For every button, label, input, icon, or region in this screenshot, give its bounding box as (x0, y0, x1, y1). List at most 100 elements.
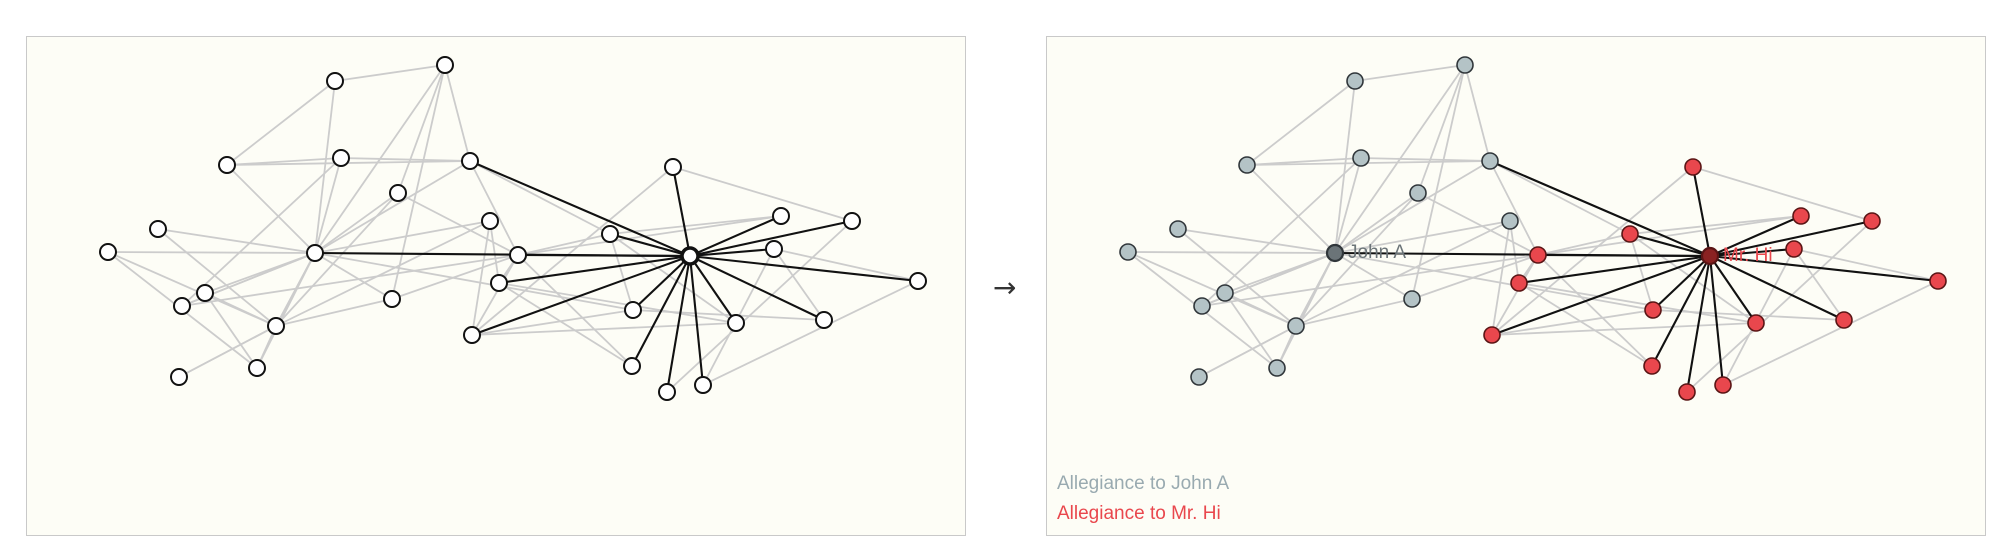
graph-edge (1334, 157, 1362, 254)
graph-node (218, 156, 236, 174)
graph-edge (107, 251, 316, 254)
mr-hi-node (1835, 311, 1853, 329)
graph-edge (471, 220, 491, 336)
graph-edge (1491, 309, 1654, 336)
graph-node (389, 184, 407, 202)
hub-edge (1709, 255, 1757, 324)
graph-edge (773, 248, 919, 282)
graph-edge (314, 252, 634, 311)
graph-node (149, 220, 167, 238)
graph-edge (314, 80, 336, 254)
hub-edge (688, 255, 705, 386)
graph-edge (1629, 233, 1654, 311)
graph-edge (471, 309, 634, 336)
graph-node (658, 383, 676, 401)
hub-edge (632, 255, 691, 311)
graph-edge (157, 228, 277, 327)
graph-edge (1489, 160, 1631, 235)
hub-edge (1489, 160, 1711, 257)
hub-edge (1651, 255, 1711, 367)
graph-edge (1518, 282, 1653, 367)
graph-node (461, 152, 479, 170)
graph-node (601, 225, 619, 243)
graph-edge (181, 157, 342, 307)
graph-edge (517, 233, 611, 256)
graph-edge (1354, 64, 1466, 82)
legend-john-a: Allegiance to John A (1057, 473, 1230, 494)
graph-edge (471, 166, 674, 336)
graph-edge (157, 228, 316, 254)
graph-node (909, 272, 927, 290)
john-a-node (1190, 368, 1208, 386)
graph-edge (1411, 254, 1539, 300)
graph-node (326, 72, 344, 90)
hub-edge (689, 255, 737, 324)
graph-edge (1334, 192, 1419, 254)
graph-edge (1246, 80, 1356, 166)
graph-edge (1464, 64, 1491, 162)
graph-node (664, 158, 682, 176)
graph-edge (1198, 325, 1297, 378)
john-a-node (1193, 297, 1211, 315)
graph-node (694, 376, 712, 394)
graph-node (463, 326, 481, 344)
mr-hi-node (1792, 207, 1810, 225)
mr-hi-node (1483, 326, 1501, 344)
mr-hi-node (1510, 274, 1528, 292)
graph-edge (226, 164, 316, 254)
graph-edge (1686, 220, 1873, 393)
graph-edge (489, 220, 500, 284)
graph-edge (471, 254, 519, 336)
graph-edge (397, 192, 519, 256)
hub-edge (1709, 215, 1802, 257)
john-a-node (1409, 184, 1427, 202)
graph-edge (314, 160, 471, 254)
mr-hi-node (1929, 272, 1947, 290)
graph-edge (517, 254, 633, 367)
graph-edge (1491, 220, 1511, 336)
graph-node (306, 244, 324, 262)
john-a-node (1216, 284, 1234, 302)
hub-edge (689, 219, 853, 258)
graph-edge (1537, 215, 1802, 256)
graph-edge (1295, 298, 1413, 327)
graph-edge (609, 233, 634, 311)
graph-node (727, 314, 745, 332)
mr-hi-node (1714, 376, 1732, 394)
john-a-node (1238, 156, 1256, 174)
graph-node (623, 357, 641, 375)
mr-hi-leader-node (1700, 246, 1720, 266)
graph-edge (397, 64, 446, 194)
graph-edge (181, 254, 519, 307)
hub-edge (631, 255, 691, 367)
hub-edge (689, 247, 775, 258)
graph-edge (1127, 251, 1336, 254)
graph-node (490, 274, 508, 292)
graph-node (509, 246, 527, 264)
graph-edge (1295, 192, 1419, 327)
graph-edge (1509, 220, 1520, 284)
legend-mr-hi: Allegiance to Mr. Hi (1057, 503, 1221, 524)
graph-edge (1177, 228, 1297, 327)
john-a-node (1346, 72, 1364, 90)
graph-edge (609, 233, 737, 324)
graph-edge (1537, 254, 1653, 367)
hub-edge (1709, 247, 1795, 258)
graph-edge (1629, 215, 1802, 235)
graph-node (436, 56, 454, 74)
graph-edge (204, 292, 277, 327)
john-a-node (1287, 317, 1305, 335)
graph-edge (1334, 252, 1654, 311)
john-a-label: John A (1348, 242, 1407, 263)
hub-edge (671, 166, 692, 257)
john-a-node (1403, 290, 1421, 308)
graph-edge (1652, 309, 1845, 321)
mr-hi-node (1678, 383, 1696, 401)
partitioned-graph-panel: John A Mr. Hi Allegiance to John A Alleg… (1046, 36, 1986, 536)
hub-edge (1685, 255, 1712, 393)
john-a-node (1169, 220, 1187, 238)
graph-edge (1246, 160, 1491, 166)
john-a-node (1119, 243, 1137, 261)
graph-edge (672, 166, 853, 222)
graph-edge (226, 160, 471, 166)
